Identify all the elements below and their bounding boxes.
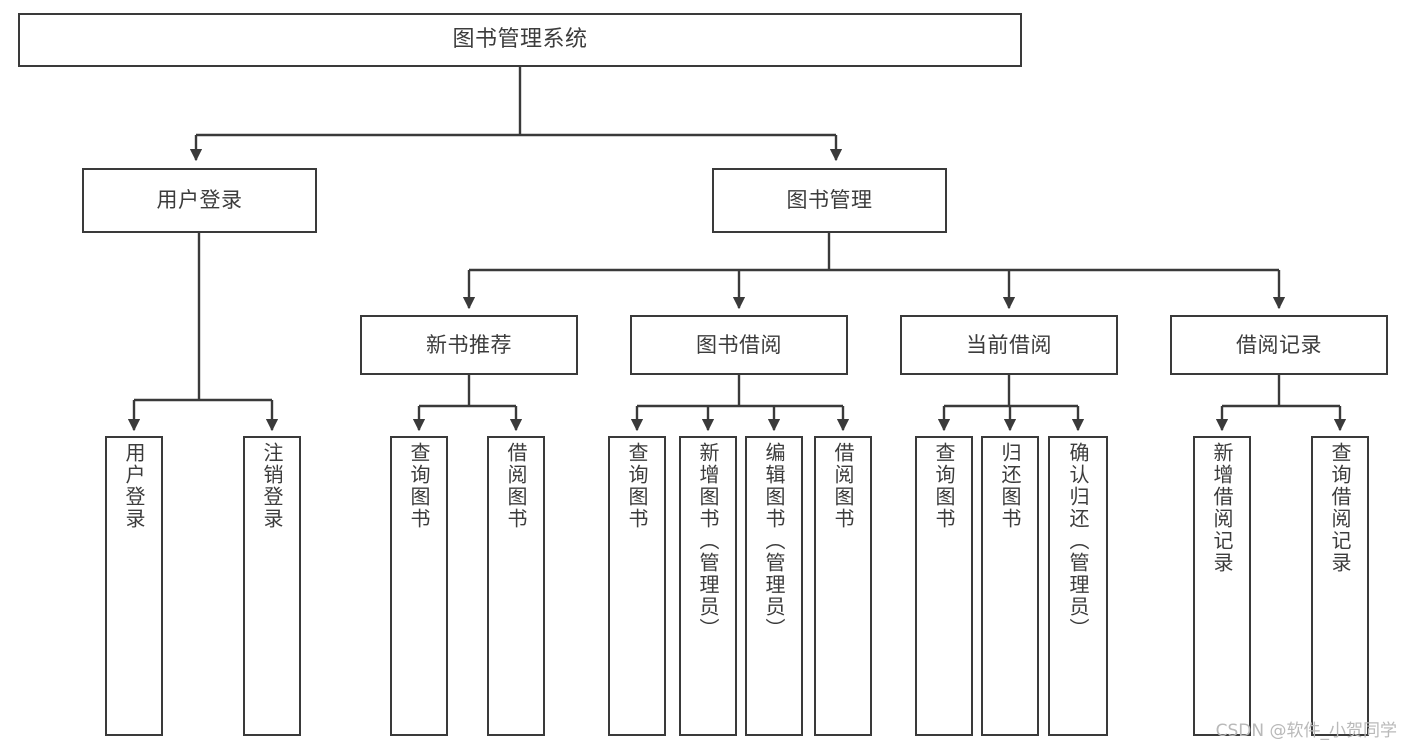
node-leaf-query-book-3[interactable]: 查询图书	[915, 436, 973, 736]
node-leaf-borrow-book-2-label: 借阅图书	[831, 442, 855, 530]
node-leaf-add-record-label: 新增借阅记录	[1210, 442, 1234, 574]
node-leaf-borrow-book-1-label: 借阅图书	[504, 442, 528, 530]
node-leaf-query-record-label: 查询借阅记录	[1328, 442, 1352, 574]
node-user-login-label: 用户登录	[156, 188, 243, 213]
node-current-borrow-label: 当前借阅	[966, 332, 1052, 357]
node-book-manage[interactable]: 图书管理	[712, 168, 947, 233]
node-new-book-rec-label: 新书推荐	[426, 332, 512, 357]
node-leaf-return-book[interactable]: 归还图书	[981, 436, 1039, 736]
node-borrow-record-label: 借阅记录	[1236, 332, 1322, 357]
csdn-watermark: CSDN @软件_小贺同学	[1215, 721, 1397, 741]
node-current-borrow[interactable]: 当前借阅	[900, 315, 1118, 375]
node-leaf-confirm-return-label: 确认归还（管理员）	[1066, 442, 1090, 640]
node-leaf-edit-book-label: 编辑图书（管理员）	[762, 442, 786, 640]
node-leaf-add-book[interactable]: 新增图书（管理员）	[679, 436, 737, 736]
node-leaf-confirm-return[interactable]: 确认归还（管理员）	[1048, 436, 1108, 736]
node-new-book-rec[interactable]: 新书推荐	[360, 315, 578, 375]
node-leaf-logout-label: 注销登录	[260, 442, 284, 530]
node-book-borrow-label: 图书借阅	[696, 332, 782, 357]
node-leaf-query-book-1-label: 查询图书	[407, 442, 431, 530]
node-leaf-user-login[interactable]: 用户登录	[105, 436, 163, 736]
node-leaf-add-record[interactable]: 新增借阅记录	[1193, 436, 1251, 736]
node-book-borrow[interactable]: 图书借阅	[630, 315, 848, 375]
node-leaf-add-book-label: 新增图书（管理员）	[696, 442, 720, 640]
node-leaf-query-book-2-label: 查询图书	[625, 442, 649, 530]
node-leaf-logout[interactable]: 注销登录	[243, 436, 301, 736]
node-book-manage-label: 图书管理	[786, 188, 873, 213]
node-leaf-query-book-2[interactable]: 查询图书	[608, 436, 666, 736]
node-borrow-record[interactable]: 借阅记录	[1170, 315, 1388, 375]
node-leaf-return-book-label: 归还图书	[998, 442, 1022, 530]
node-root-label: 图书管理系统	[452, 27, 588, 53]
node-leaf-query-record[interactable]: 查询借阅记录	[1311, 436, 1369, 736]
node-leaf-user-login-label: 用户登录	[122, 442, 146, 530]
node-leaf-query-book-1[interactable]: 查询图书	[390, 436, 448, 736]
node-leaf-borrow-book-1[interactable]: 借阅图书	[487, 436, 545, 736]
node-leaf-query-book-3-label: 查询图书	[932, 442, 956, 530]
node-user-login[interactable]: 用户登录	[82, 168, 317, 233]
node-leaf-borrow-book-2[interactable]: 借阅图书	[814, 436, 872, 736]
node-leaf-edit-book[interactable]: 编辑图书（管理员）	[745, 436, 803, 736]
node-root[interactable]: 图书管理系统	[18, 13, 1022, 67]
